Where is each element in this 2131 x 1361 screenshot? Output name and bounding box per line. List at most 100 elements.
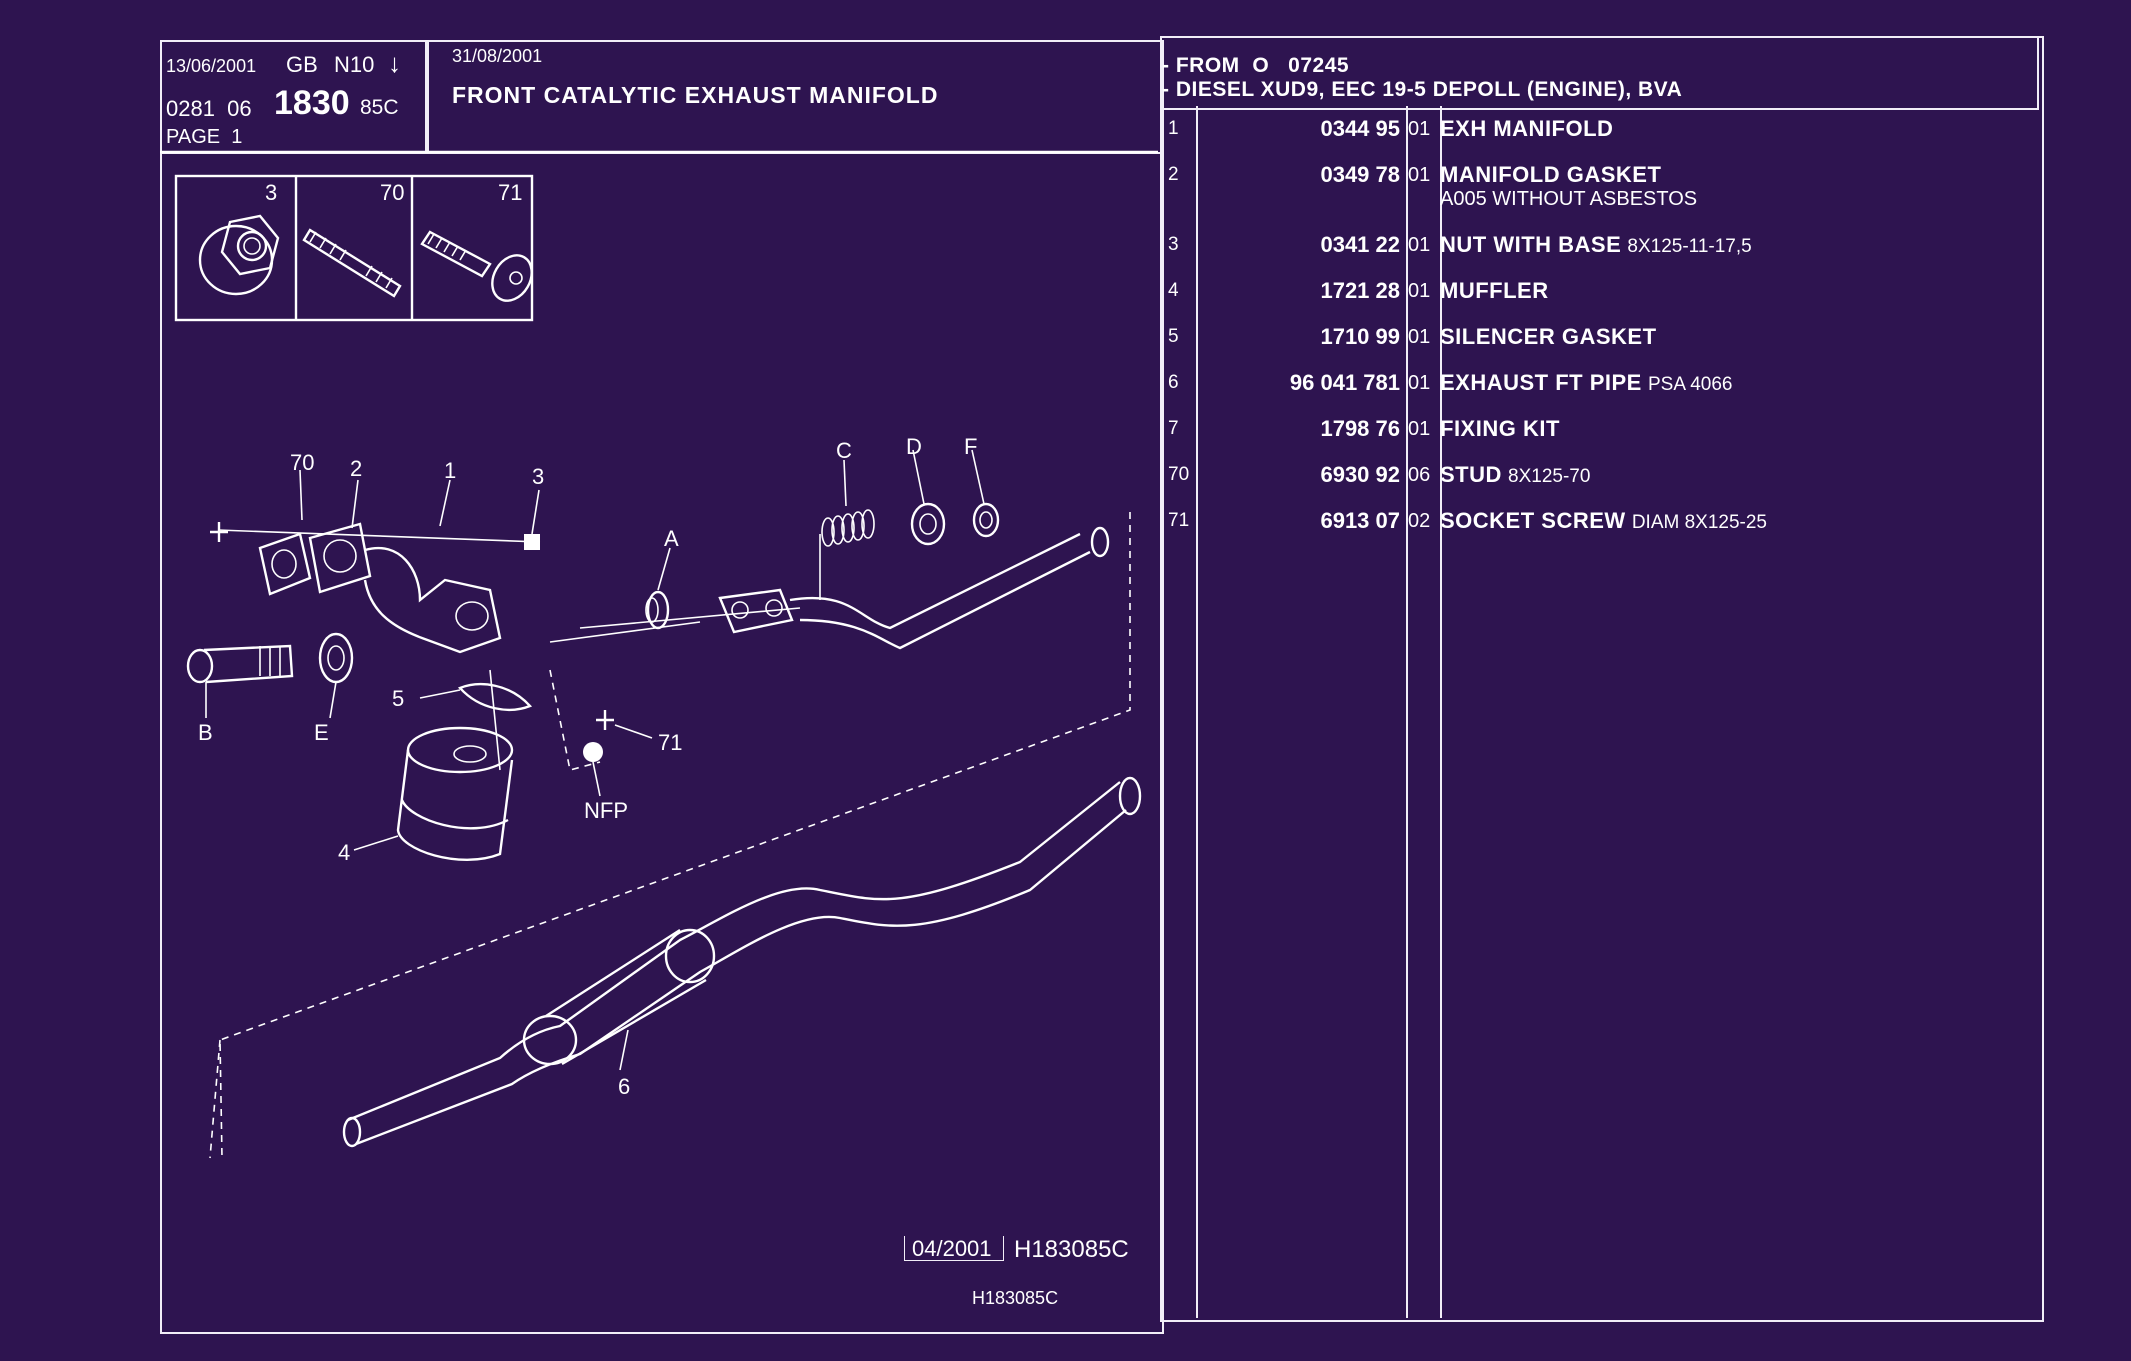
row-index: 71	[1168, 510, 1190, 531]
header-ref-suffix: 85C	[360, 96, 399, 119]
callout-f: F	[964, 434, 977, 459]
row-index: 4	[1168, 280, 1179, 301]
row-qty: 01	[1408, 326, 1431, 348]
thumb-label-71: 71	[498, 180, 522, 205]
table-row[interactable]: 2 0349 78 01 MANIFOLD GASKET A005 WITHOU…	[1160, 162, 2040, 210]
exploded-diagram: 3 70 71	[160, 150, 1158, 1159]
row-index: 3	[1168, 234, 1179, 255]
callout-1: 1	[444, 458, 456, 483]
exhaust-manifold-1	[308, 522, 502, 654]
thumbnail-frame	[174, 174, 534, 322]
row-subtext: A005 WITHOUT ASBESTOS	[1440, 188, 1698, 210]
header-ref-main: 1830	[274, 84, 350, 122]
table-row[interactable]: 1 0344 95 01 EXH MANIFOLD	[1160, 116, 2040, 164]
row-qty: 06	[1408, 464, 1431, 486]
row-ref: 0344 95	[1320, 116, 1400, 141]
table-row[interactable]: 71 6913 07 02 SOCKET SCREW DIAM 8X125-25	[1160, 508, 2040, 556]
row-name: SOCKET SCREW	[1440, 508, 1626, 533]
table-row[interactable]: 5 1710 99 01 SILENCER GASKET	[1160, 324, 2040, 372]
silencer-gasket-5	[457, 683, 533, 711]
row-name: FIXING KIT	[1440, 416, 1560, 441]
footer-ref-small: H183085C	[972, 1288, 1059, 1308]
muffler-4	[396, 726, 514, 862]
col-rule-index	[1160, 106, 1198, 1318]
bolt-b	[186, 644, 294, 684]
table-row[interactable]: 4 1721 28 01 MUFFLER	[1160, 278, 2040, 326]
spacer-a	[646, 590, 670, 630]
washer-d	[910, 502, 946, 546]
callout-nfp: NFP	[584, 798, 628, 823]
footer-date-box	[904, 1236, 1004, 1261]
row-ref: 6913 07	[1320, 508, 1400, 533]
page-title: FRONT CATALYTIC EXHAUST MANIFOLD	[452, 82, 939, 108]
row-extra: 8X125-70	[1508, 466, 1591, 487]
callout-70: 70	[290, 450, 314, 475]
callout-c: C	[836, 438, 852, 463]
manifold-gasket-2	[258, 532, 312, 596]
condition-from: - FROM O 07245	[1162, 54, 1350, 77]
callout-2: 2	[350, 456, 362, 481]
assembly-boundary	[219, 512, 1131, 1159]
thumbnail-strip: 3 70 71	[174, 174, 534, 322]
row-ref: 0341 22	[1320, 232, 1400, 257]
thumb-label-70: 70	[380, 180, 404, 205]
callout-b: B	[198, 720, 213, 745]
nut-with-base-icon	[198, 214, 280, 296]
washer-e	[318, 632, 354, 684]
row-qty: 01	[1408, 164, 1431, 186]
callout-71: 71	[658, 730, 682, 755]
row-extra: DIAM 8X125-25	[1631, 512, 1767, 533]
row-index: 5	[1168, 326, 1179, 347]
footer-date: 04/2001	[912, 1236, 992, 1261]
nut-3-marker	[524, 534, 540, 550]
spring-c	[819, 509, 875, 600]
callout-6: 6	[618, 1074, 630, 1099]
table-row[interactable]: 7 1798 76 01 FIXING KIT	[1160, 416, 2040, 464]
row-qty: 02	[1408, 510, 1431, 532]
header-ref-prefix: 0281 06	[166, 96, 252, 121]
row-index: 70	[1168, 464, 1190, 485]
row-name: SILENCER GASKET	[1440, 324, 1657, 349]
row-name: STUD	[1440, 462, 1502, 487]
row-qty: 01	[1408, 118, 1431, 140]
arrow-down-icon: ↓	[388, 48, 401, 78]
header-code-n: N10	[334, 52, 375, 77]
row-ref: 1798 76	[1320, 416, 1400, 441]
row-ref: 1710 99	[1320, 324, 1400, 349]
row-ref: 0349 78	[1320, 162, 1400, 187]
row-ref: 96 041 781	[1289, 370, 1400, 395]
row-name: MUFFLER	[1440, 278, 1549, 303]
row-index: 7	[1168, 418, 1179, 439]
table-row[interactable]: 3 0341 22 01 NUT WITH BASE 8X125-11-17,5	[1160, 232, 2040, 280]
row-ref: 1721 28	[1320, 278, 1400, 303]
footer-ref-big: H183085C	[1014, 1236, 1129, 1263]
row-index: 2	[1168, 164, 1179, 185]
row-qty: 01	[1408, 234, 1431, 256]
row-name: EXHAUST FT PIPE	[1440, 370, 1642, 395]
row-index: 6	[1168, 372, 1179, 393]
header-lang: GB	[286, 52, 318, 77]
stud-70-marker	[210, 522, 228, 542]
row-qty: 01	[1408, 280, 1431, 302]
callout-a: A	[664, 526, 679, 551]
header-date-left: 13/06/2001	[166, 56, 257, 76]
row-ref: 6930 92	[1320, 462, 1400, 487]
nfp-marker	[583, 742, 603, 762]
col-rule-ref	[1196, 106, 1408, 1318]
callout-e: E	[314, 720, 329, 745]
callout-3: 3	[532, 464, 544, 489]
exhaust-ft-pipe-6	[342, 776, 1142, 1148]
header-page: PAGE 1	[166, 126, 243, 148]
row-extra: PSA 4066	[1647, 374, 1733, 395]
table-row[interactable]: 70 6930 92 06 STUD 8X125-70	[1160, 462, 2040, 510]
row-name: EXH MANIFOLD	[1440, 116, 1614, 141]
socket-screw-71-marker	[596, 710, 614, 730]
nut-f	[972, 502, 1000, 538]
row-qty: 01	[1408, 418, 1431, 440]
row-name: MANIFOLD GASKET	[1440, 162, 1662, 187]
header-date-right: 31/08/2001	[452, 46, 543, 66]
table-row[interactable]: 6 96 041 781 01 EXHAUST FT PIPE PSA 4066	[1160, 370, 2040, 418]
conditions-box	[1160, 36, 2039, 110]
condition-engine: - DIESEL XUD9, EEC 19-5 DEPOLL (ENGINE),…	[1162, 78, 1683, 101]
